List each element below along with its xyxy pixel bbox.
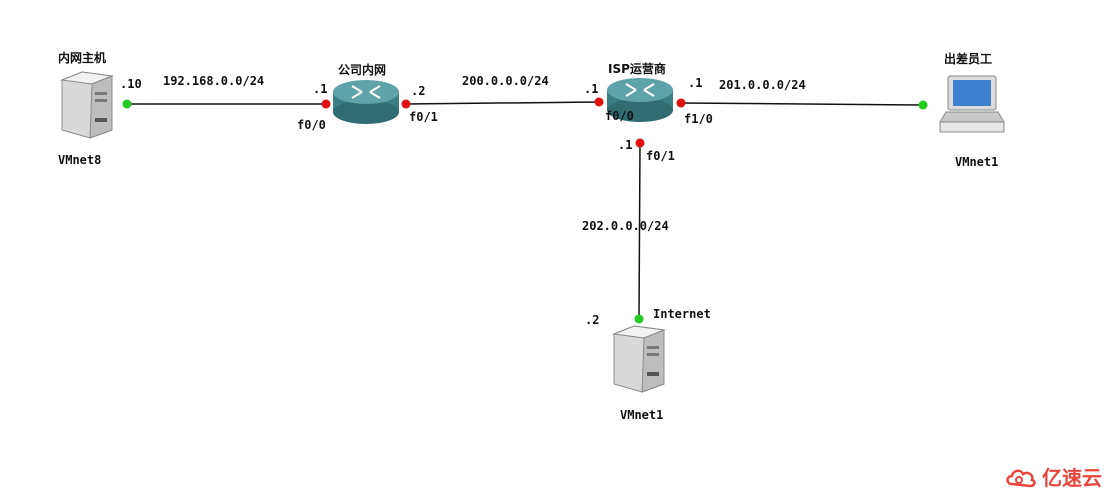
port-laptop	[918, 100, 928, 110]
link-wan1	[405, 101, 600, 105]
isp-down-if: f0/1	[646, 149, 675, 163]
subnet-wan2-label: 201.0.0.0/24	[719, 78, 806, 92]
port-company-f0-1	[401, 99, 411, 109]
company-right-ip: .2	[411, 84, 426, 98]
isp-router-title: ISP运营商	[608, 62, 666, 76]
port-internet-server	[634, 314, 644, 324]
travel-staff-laptop-icon[interactable]	[939, 75, 1005, 133]
internet-server-ip: .2	[585, 313, 600, 327]
isp-left-if: f0/0	[605, 109, 634, 123]
isp-right-if: f1/0	[684, 112, 713, 126]
lan-host-caption: VMnet8	[58, 153, 102, 167]
link-wan2	[680, 102, 924, 106]
lan-host-ip: .10	[120, 77, 142, 91]
company-right-if: f0/1	[409, 110, 438, 124]
internet-server-title: Internet	[653, 307, 711, 321]
subnet-wan3-label: 202.0.0.0/24	[582, 219, 669, 233]
company-router-title: 公司内网	[338, 63, 387, 77]
subnet-lan-label: 192.168.0.0/24	[163, 74, 265, 88]
isp-router-icon[interactable]	[607, 78, 673, 122]
port-company-f0-0	[321, 99, 331, 109]
company-router-icon[interactable]	[333, 80, 399, 124]
watermark-text: 亿速云	[1042, 466, 1102, 490]
lan-host-title: 内网主机	[58, 51, 107, 65]
lan-host-server-icon[interactable]	[60, 71, 114, 139]
link-wan3	[638, 142, 641, 320]
port-isp-f0-1	[635, 138, 645, 148]
port-isp-f0-0	[594, 97, 604, 107]
cloud-logo-icon	[1006, 469, 1036, 487]
internet-server-caption: VMnet1	[620, 408, 664, 422]
isp-left-ip: .1	[584, 82, 599, 96]
travel-staff-caption: VMnet1	[955, 155, 999, 169]
isp-right-ip: .1	[688, 76, 703, 90]
port-isp-f1-0	[676, 98, 686, 108]
internet-server-icon[interactable]	[612, 325, 666, 393]
isp-down-ip: .1	[618, 138, 633, 152]
company-left-ip: .1	[313, 82, 328, 96]
port-lan-host	[122, 99, 132, 109]
watermark: 亿速云	[1004, 462, 1102, 491]
travel-staff-title: 出差员工	[944, 52, 993, 66]
company-left-if: f0/0	[297, 118, 326, 132]
subnet-wan1-label: 200.0.0.0/24	[462, 74, 549, 88]
